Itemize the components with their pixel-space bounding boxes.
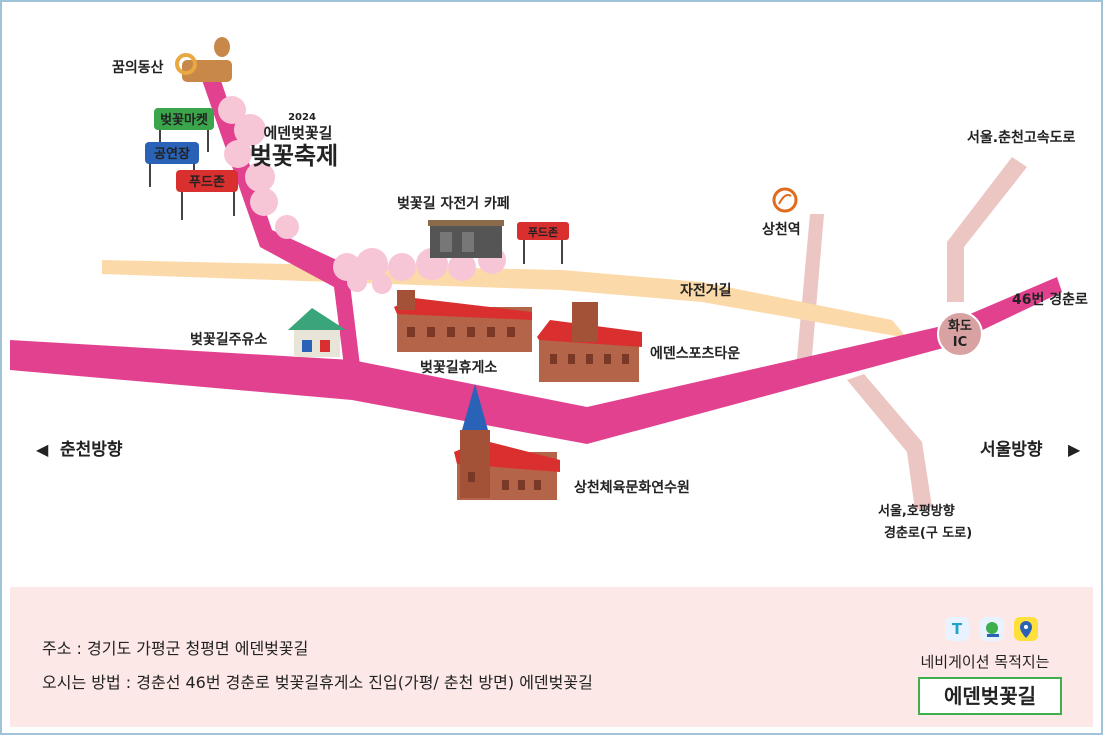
- chevron-left-icon: ◀: [36, 440, 49, 459]
- festival-logo: 2024 에덴벚꽃길 벚꽃축제: [250, 112, 338, 170]
- side-roads: [795, 157, 1027, 510]
- hwado-ic-marker[interactable]: 화도 IC: [937, 311, 983, 357]
- bike-road: [102, 260, 907, 338]
- subway-station-icon[interactable]: [772, 187, 798, 213]
- address-text: 주소 : 경기도 가평군 청평면 에덴벚꽃길: [42, 639, 309, 658]
- tmap-icon[interactable]: T: [945, 617, 969, 641]
- bike-cafe-building: [428, 220, 504, 258]
- youth-center-label: 상천체육문화연수원: [574, 480, 690, 496]
- hwado-ic-label-1: 화도: [948, 318, 972, 334]
- station-label: 상천역: [762, 221, 801, 238]
- highway-46: [10, 277, 1062, 444]
- bike-road-label: 자전거길: [680, 282, 732, 299]
- gas-station-label: 벚꽃길주유소: [190, 331, 267, 348]
- old-road-label-1: 서울,호평방향: [878, 503, 955, 519]
- dream-hill-icon: [175, 37, 232, 82]
- to-chuncheon-label: 춘천방향: [60, 439, 123, 460]
- pin-icon[interactable]: [1014, 617, 1038, 641]
- expressway-road: [947, 157, 1027, 302]
- svg-text:푸드존: 푸드존: [189, 175, 225, 190]
- nav-destination-badge: 에덴벚꽃길: [918, 677, 1062, 715]
- map-icon[interactable]: [980, 617, 1004, 641]
- dream-hill-label: 꿈의동산: [112, 59, 164, 76]
- old-road: [847, 374, 932, 510]
- rest-area-building: [394, 290, 532, 352]
- chevron-right-icon: ▶: [1068, 440, 1081, 459]
- stage-sign: 공연장: [145, 142, 199, 187]
- info-panel: 주소 : 경기도 가평군 청평면 에덴벚꽃길 오시는 방법 : 경춘선 46번 …: [10, 587, 1093, 727]
- svg-text:공연장: 공연장: [154, 146, 190, 162]
- youth-center-building: [454, 384, 560, 500]
- rest-area-label: 벚꽃길휴게소: [420, 359, 497, 376]
- food-zone-sign-2: 푸드존: [517, 222, 569, 264]
- svg-text:2024: 2024: [288, 112, 316, 123]
- station-road: [795, 214, 824, 380]
- to-chuncheon[interactable]: ◀ 춘천방향: [36, 439, 123, 460]
- sports-town-building: [537, 302, 642, 382]
- hwado-ic-label-2: IC: [953, 335, 967, 350]
- directions-text: 오시는 방법 : 경춘선 46번 경춘로 벚꽃길휴게소 진입(가평/ 춘천 방면…: [42, 673, 593, 692]
- old-road-label-2: 경춘로(구 도로): [884, 525, 972, 541]
- bike-cafe-label: 벚꽃길 자전거 카페: [397, 195, 510, 212]
- svg-text:벚꽃마켓: 벚꽃마켓: [160, 112, 208, 128]
- svg-text:푸드존: 푸드존: [528, 226, 558, 239]
- svg-text:벚꽃축제: 벚꽃축제: [250, 142, 338, 170]
- to-seoul-label: 서울방향: [980, 439, 1043, 460]
- cherry-market-sign: 벚꽃마켓: [154, 108, 214, 152]
- food-zone-sign-1: 푸드존: [176, 170, 238, 220]
- svg-text:에덴벚꽃길: 에덴벚꽃길: [263, 124, 332, 142]
- to-seoul[interactable]: 서울방향 ▶: [980, 439, 1081, 460]
- gas-station-building: [288, 308, 346, 357]
- nav-caption: 네비게이션 목적지는: [920, 653, 1050, 671]
- expressway-label: 서울.춘천고속도로: [967, 129, 1075, 146]
- map-canvas: 화도 IC 꿈의동산 벚꽃마켓 공연장 푸드존 2024 에덴벚꽃길: [10, 37, 1088, 541]
- road-46-label: 46번 경춘로: [1012, 291, 1088, 308]
- sports-town-label: 에덴스포츠타운: [650, 346, 740, 362]
